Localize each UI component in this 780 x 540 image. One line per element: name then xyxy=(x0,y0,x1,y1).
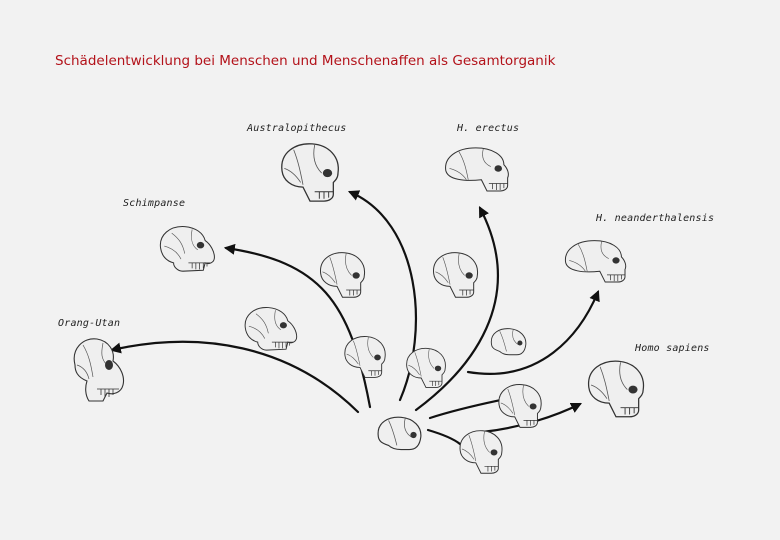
sapiens-skull-icon xyxy=(589,361,644,417)
australopithecus-skull-icon xyxy=(282,144,339,201)
skull-icon xyxy=(491,329,526,355)
schimpanse-skull-icon xyxy=(160,227,214,272)
skull-icon xyxy=(378,417,421,449)
skull-icon xyxy=(460,431,502,474)
arrow-branch-2 xyxy=(428,430,460,444)
neanderthalensis-skull-icon xyxy=(565,241,625,282)
skull-icon xyxy=(245,308,297,351)
erectus-skull-icon xyxy=(446,148,509,191)
skull-icon xyxy=(499,385,541,428)
arrow-to-australopithecus xyxy=(350,192,416,400)
skull-icon xyxy=(345,337,385,378)
skull-icon xyxy=(321,253,365,298)
arrow-to-neanderthalensis xyxy=(468,292,598,374)
arrow-to-orang-utan xyxy=(112,342,358,412)
skull-icon xyxy=(407,348,446,387)
skull-icon xyxy=(434,253,478,298)
